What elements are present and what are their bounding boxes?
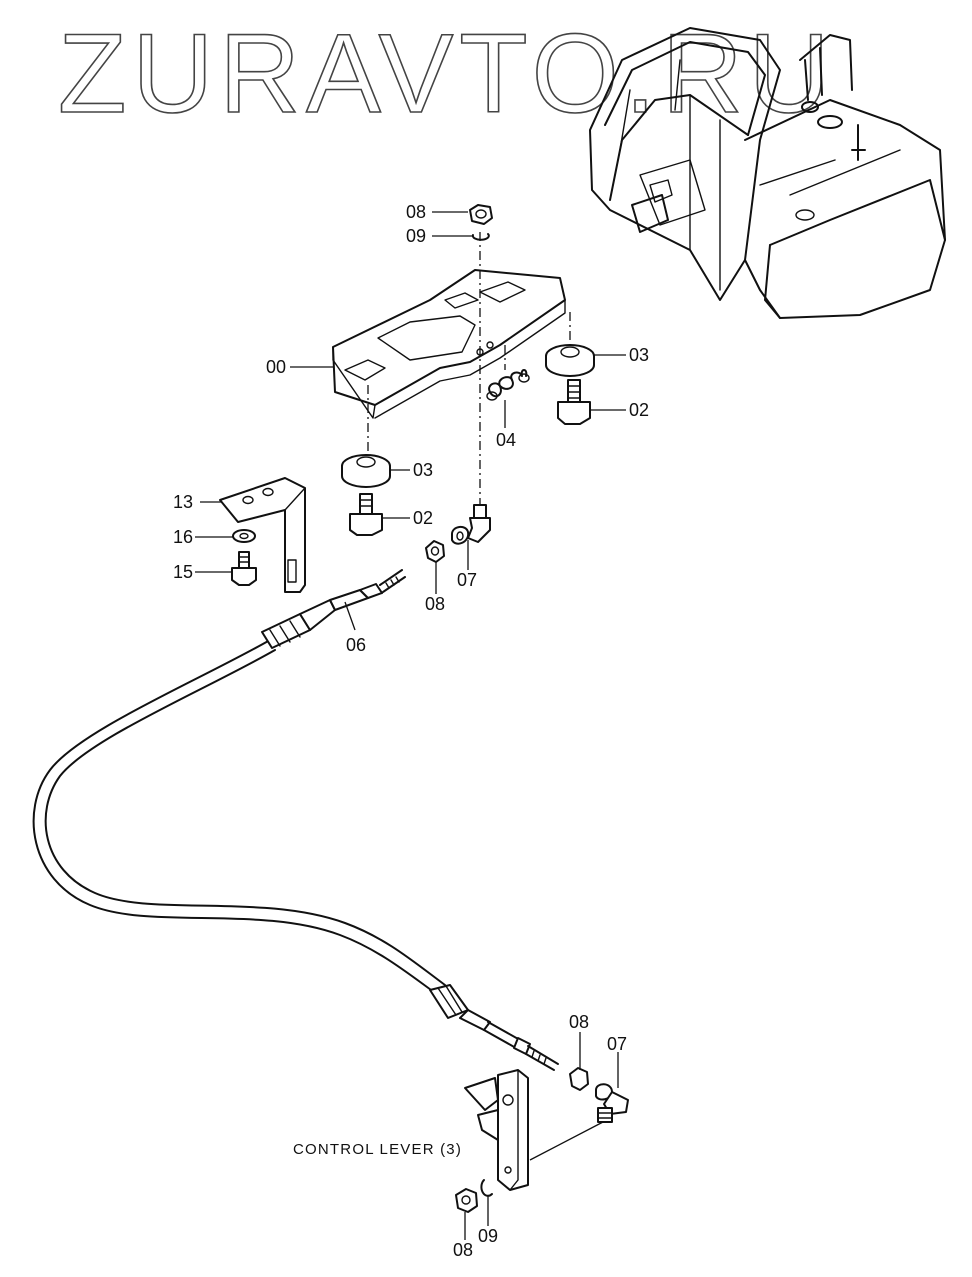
callout-02-left: 02 — [413, 508, 433, 528]
callout-08-bottom: 08 — [453, 1240, 473, 1260]
mounting-plate — [332, 269, 566, 419]
watermark: ZURAVTO.RU — [58, 11, 836, 136]
callout-15: 15 — [173, 562, 193, 582]
nut-bottom — [455, 1188, 478, 1213]
control-lever — [464, 1069, 529, 1191]
callout-09-top: 09 — [406, 226, 426, 246]
nut-middle — [425, 540, 445, 563]
nut-top — [469, 204, 493, 225]
center-lines — [367, 232, 571, 520]
callout-03-left: 03 — [413, 460, 433, 480]
callout-16: 16 — [173, 527, 193, 547]
grommet-left — [341, 454, 391, 488]
callout-08-middle: 08 — [425, 594, 445, 614]
leader-lines — [195, 211, 626, 1240]
rod-end-lower — [529, 1083, 629, 1161]
control-cable — [32, 569, 559, 1071]
callouts: 08 09 00 03 02 04 03 02 13 16 15 06 08 0… — [173, 202, 649, 1260]
callout-06: 06 — [346, 635, 366, 655]
callout-02-right: 02 — [629, 400, 649, 420]
nut-lower — [569, 1067, 589, 1091]
callout-13: 13 — [173, 492, 193, 512]
callout-08-lower: 08 — [569, 1012, 589, 1032]
callout-08-top: 08 — [406, 202, 426, 222]
grommet-right — [545, 344, 595, 377]
spring — [486, 369, 530, 401]
clip-bottom — [480, 1179, 493, 1197]
control-lever-caption: CONTROL LEVER (3) — [293, 1141, 462, 1158]
washer-16 — [232, 529, 256, 543]
callout-00: 00 — [266, 357, 286, 377]
callout-04: 04 — [496, 430, 516, 450]
bracket — [219, 477, 306, 593]
callout-07-upper: 07 — [457, 570, 477, 590]
lock-washer-top — [471, 233, 490, 241]
callout-03-right: 03 — [629, 345, 649, 365]
bolt-left — [349, 493, 383, 536]
bolt-right — [557, 379, 591, 425]
excavator-illustration — [589, 27, 946, 319]
bolt-15 — [231, 551, 257, 586]
callout-09-bottom: 09 — [478, 1226, 498, 1246]
callout-07-lower: 07 — [607, 1034, 627, 1054]
rod-end-upper — [451, 504, 491, 545]
